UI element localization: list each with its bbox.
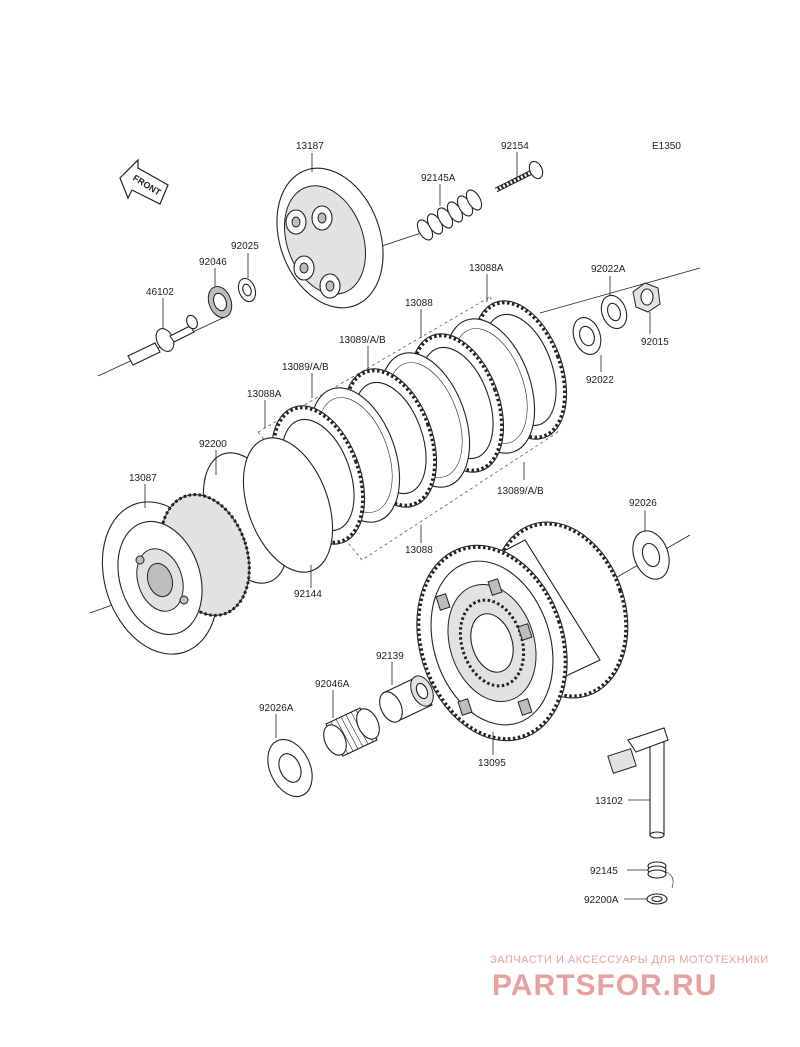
label-92015: 92015 [641, 337, 669, 348]
label-92200A: 92200A [584, 895, 619, 906]
label-92022A: 92022A [591, 264, 626, 275]
washer-92022A [600, 294, 628, 330]
washer-92026A [267, 738, 313, 798]
label-92022: 92022 [586, 375, 614, 386]
bolt-92154 [494, 160, 544, 193]
washer-92026 [632, 530, 670, 580]
plate-stack-guide [257, 296, 559, 561]
label-13102: 13102 [595, 796, 623, 807]
label-92026: 92026 [629, 498, 657, 509]
circlip-92200A [646, 893, 668, 905]
label-92025: 92025 [231, 241, 259, 252]
label-13187: 13187 [296, 141, 324, 152]
label-92145: 92145 [590, 866, 618, 877]
push-rod-46102 [127, 314, 198, 366]
pressure-plate-13187 [276, 167, 384, 309]
label-13095: 13095 [478, 758, 506, 769]
axis-line-upper-right [539, 267, 701, 314]
release-shaft-13102 [607, 727, 669, 839]
needle-bearing-92046A [323, 707, 380, 757]
spring-92145A [416, 189, 483, 241]
label-13088A-left: 13088A [247, 389, 282, 400]
label-46102: 46102 [146, 287, 174, 298]
label-92154: 92154 [501, 141, 529, 152]
sleeve-92139 [379, 675, 434, 723]
label-13089AB-right: 13089/A/B [497, 486, 544, 497]
washer-92022 [572, 317, 602, 355]
label-92046A: 92046A [315, 679, 350, 690]
diagram-code: E1350 [652, 141, 681, 152]
label-13088A-top: 13088A [469, 263, 504, 274]
label-92046: 92046 [199, 257, 227, 268]
label-92145A: 92145A [421, 173, 456, 184]
label-13089AB-upper: 13089/A/B [339, 335, 386, 346]
label-92200: 92200 [199, 439, 227, 450]
watermark-tagline: ЗАПЧАСТИ И АКСЕССУАРЫ ДЛЯ МОТОТЕХНИКИ [490, 954, 769, 966]
label-13088-bottom: 13088 [405, 545, 433, 556]
washer-92025 [237, 277, 257, 303]
clutch-housing-13095 [416, 521, 629, 742]
clutch-hub-13087 [101, 493, 251, 655]
label-13088-top: 13088 [405, 298, 433, 309]
nut-92015 [632, 282, 661, 313]
label-92144: 92144 [294, 589, 322, 600]
return-spring-92145 [647, 861, 674, 889]
watermark-brand: PARTSFOR.RU [492, 969, 717, 1002]
label-92139: 92139 [376, 651, 404, 662]
label-92026A: 92026A [259, 703, 294, 714]
label-13087: 13087 [129, 473, 157, 484]
label-13089AB-left: 13089/A/B [282, 362, 329, 373]
bearing-92046 [207, 286, 233, 318]
front-arrow-icon: FRONT [119, 158, 169, 205]
spring-ring-92144 [242, 437, 334, 573]
